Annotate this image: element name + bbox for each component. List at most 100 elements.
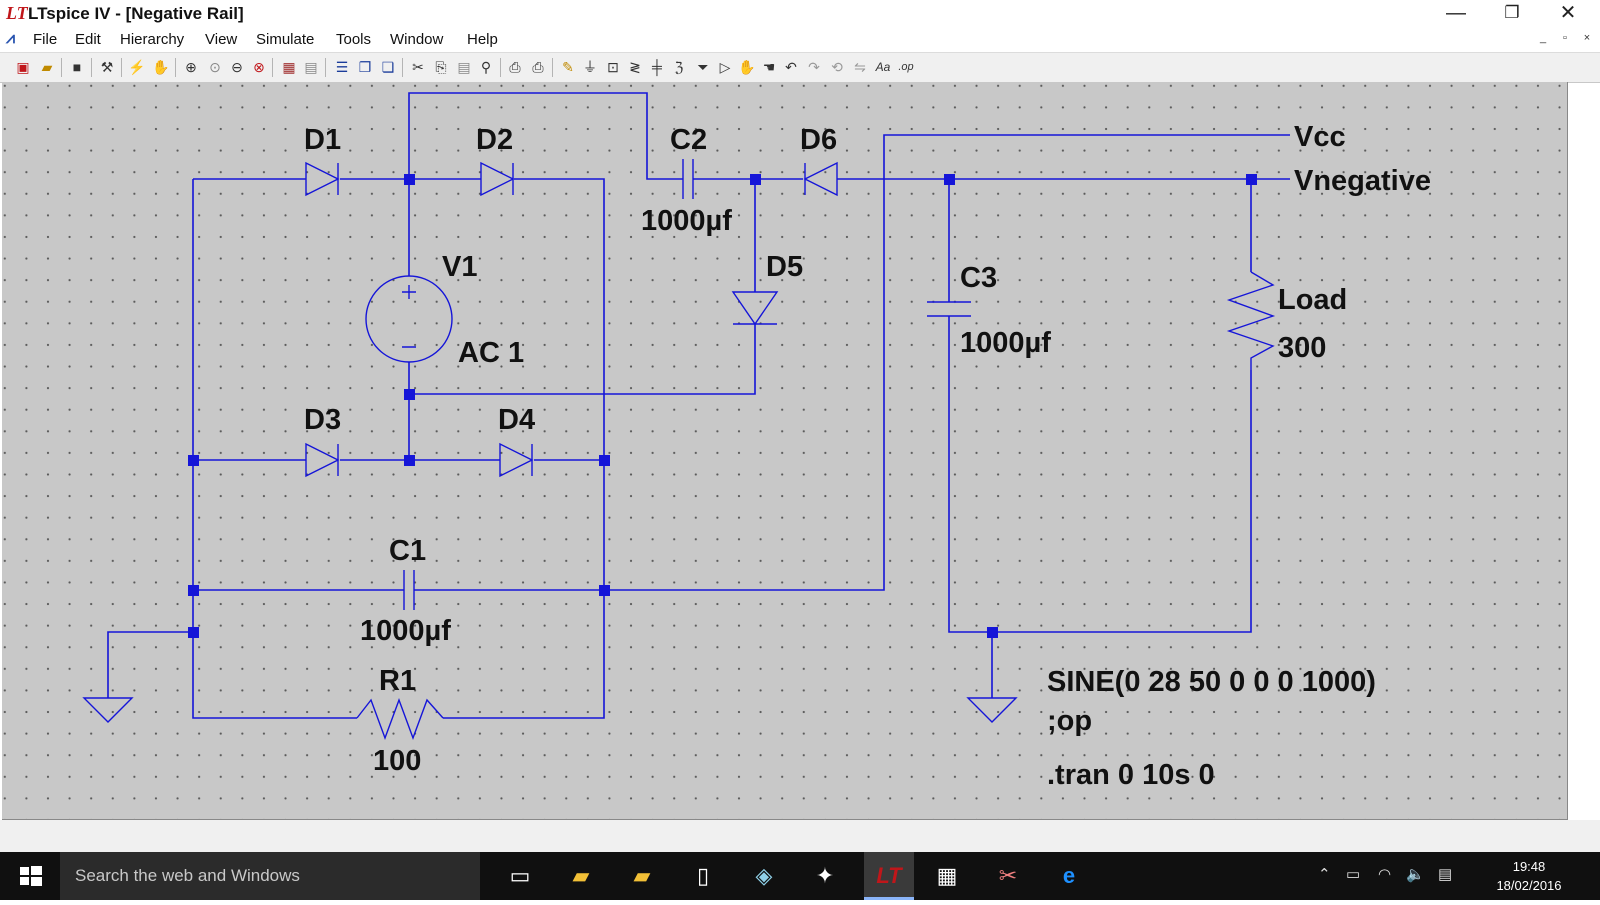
zoom-cancel-icon[interactable]: ⊗	[253, 59, 265, 75]
menu-simulate[interactable]: Simulate	[256, 31, 315, 48]
volume-icon[interactable]: 🔈	[1406, 866, 1425, 883]
clock-time: 19:48	[1512, 859, 1546, 874]
cut-icon[interactable]: ✂	[412, 59, 424, 75]
ground-icon[interactable]: ⏚	[583, 59, 597, 75]
wifi-icon[interactable]: ◠	[1378, 866, 1392, 883]
diode-D3[interactable]	[305, 442, 340, 478]
diode-D5[interactable]	[731, 291, 779, 326]
edge-icon[interactable]: e	[1062, 863, 1076, 888]
wires	[107, 92, 1290, 719]
tile-horizontal-icon[interactable]: ☰	[335, 59, 349, 75]
document-icon[interactable]: ⩘	[6, 30, 16, 47]
diode-D1[interactable]	[305, 161, 340, 197]
wire	[408, 179, 756, 460]
voltage-source-V1[interactable]	[365, 275, 453, 363]
find-icon[interactable]: ⚲	[480, 59, 492, 75]
control-panel-icon[interactable]: ⚒	[100, 59, 114, 75]
taskbar: Search the web and Windows ▭ ▰ ▰ ▯ ◈ ✦ L…	[0, 852, 1600, 900]
capacitor-icon[interactable]: ╪	[652, 59, 662, 75]
snipping-icon[interactable]: ✂	[998, 863, 1018, 888]
folder-icon[interactable]: ▰	[633, 863, 651, 888]
autoscale-icon[interactable]: ▦	[282, 59, 296, 75]
menu-file[interactable]: File	[33, 31, 58, 48]
mdi-minimize-button[interactable]: _	[1539, 32, 1547, 44]
clock[interactable]: 19:48 18/02/2016	[1490, 857, 1568, 895]
battery-icon[interactable]: ▭	[1346, 866, 1361, 883]
component-icon[interactable]: ▷	[719, 59, 731, 75]
new-schematic-icon[interactable]: ▣	[16, 59, 30, 75]
wire	[107, 631, 993, 698]
open-icon[interactable]: ▰	[41, 59, 53, 75]
redo-icon[interactable]: ↷	[808, 59, 820, 75]
file-explorer-icon[interactable]: ▰	[572, 863, 590, 888]
junction-dot	[404, 455, 415, 466]
menu-window[interactable]: Window	[390, 31, 444, 48]
label-D1: D1	[304, 124, 341, 156]
fox-icon[interactable]: ✦	[815, 863, 835, 888]
chevron-up-icon[interactable]: ⌃	[1318, 866, 1331, 883]
spice-directive-op[interactable]: ;op	[1047, 705, 1092, 737]
schematic-canvas[interactable]: D1 D2 D3 D4 D5 D6 V1 AC 1 C1 1000µf C2 1…	[2, 82, 1568, 820]
mdi-restore-button[interactable]: ▫	[1563, 32, 1567, 44]
spice-directive-icon[interactable]: .op	[898, 61, 914, 73]
menu-tools[interactable]: Tools	[336, 31, 372, 48]
toolbar: ▣ ▰ ■ ⚒ ⚡ ✋ ⊕ ⊙ ⊖ ⊗ ▦ ▤ ☰ ❐ ❏ ✂ ⎘ ▤ ⚲ ⎙ …	[0, 52, 1600, 83]
mirror-icon[interactable]: ⇋	[854, 59, 866, 75]
paste-icon[interactable]: ▤	[457, 59, 471, 75]
fit-icon[interactable]: ▤	[304, 59, 318, 75]
notepad-icon[interactable]: ▯	[696, 863, 710, 888]
label-net-icon[interactable]: ⊡	[607, 59, 619, 75]
menu-hierarchy[interactable]: Hierarchy	[120, 31, 185, 48]
junction-dot	[944, 174, 955, 185]
save-icon[interactable]: ■	[72, 59, 82, 75]
halt-icon[interactable]: ✋	[152, 59, 170, 75]
zoom-out-icon[interactable]: ⊖	[231, 59, 243, 75]
minimize-button[interactable]: —	[1446, 2, 1466, 24]
undo-icon[interactable]: ↶	[785, 59, 797, 75]
run-icon[interactable]: ⚡	[128, 59, 146, 75]
spice-directive-sine[interactable]: SINE(0 28 50 0 0 0 1000)	[1047, 666, 1376, 698]
ground-symbol[interactable]	[966, 697, 1018, 723]
capacitor-C3[interactable]	[927, 301, 971, 317]
close-button[interactable]: ✕	[1559, 2, 1577, 24]
copy-icon[interactable]: ⎘	[435, 59, 447, 75]
diode-D2[interactable]	[480, 161, 515, 197]
cascade-icon[interactable]: ❐	[358, 59, 372, 75]
pan-icon[interactable]: ⊙	[209, 59, 221, 75]
ltspice-icon[interactable]: LT	[864, 852, 914, 900]
junction-dot	[599, 455, 610, 466]
task-view-icon[interactable]: ▭	[509, 863, 531, 888]
resistor-R1[interactable]	[356, 697, 444, 741]
action-center-icon[interactable]: ▤	[1438, 866, 1453, 883]
spice-directive-tran[interactable]: .tran 0 10s 0	[1047, 759, 1215, 791]
print-setup-icon[interactable]: ⎙	[509, 59, 521, 75]
diode-D4[interactable]	[499, 442, 534, 478]
text-icon[interactable]: Aa	[875, 60, 891, 74]
start-button[interactable]	[0, 852, 60, 900]
capacitor-C2[interactable]	[682, 159, 694, 199]
ground-symbol[interactable]	[82, 697, 134, 723]
zoom-in-icon[interactable]: ⊕	[185, 59, 197, 75]
resistor-Load[interactable]	[1226, 271, 1276, 370]
move-icon[interactable]: ✋	[738, 59, 756, 75]
menu-view[interactable]: View	[205, 31, 238, 48]
search-input[interactable]: Search the web and Windows	[60, 852, 480, 900]
menu-edit[interactable]: Edit	[75, 31, 101, 48]
maximize-button[interactable]: ❐	[1504, 3, 1520, 22]
diode-icon[interactable]: ⏷	[697, 59, 709, 75]
drag-icon[interactable]: ☚	[762, 59, 776, 75]
inductor-icon[interactable]: ℨ	[674, 59, 684, 75]
junction-dot	[404, 389, 415, 400]
glass-app-icon[interactable]: ◈	[755, 863, 773, 888]
mdi-close-button[interactable]: ×	[1583, 32, 1591, 44]
capacitor-C1[interactable]	[403, 570, 415, 610]
print-icon[interactable]: ⎙	[532, 59, 544, 75]
diode-D6[interactable]	[803, 161, 838, 197]
junction-dot	[599, 585, 610, 596]
resistor-icon[interactable]: ≷	[629, 59, 641, 75]
calculator-icon[interactable]: ▦	[936, 863, 958, 888]
draw-wire-icon[interactable]: ✎	[562, 59, 574, 75]
menu-help[interactable]: Help	[467, 31, 498, 48]
rotate-icon[interactable]: ⟲	[831, 59, 843, 75]
tile-vertical-icon[interactable]: ❏	[381, 59, 395, 75]
